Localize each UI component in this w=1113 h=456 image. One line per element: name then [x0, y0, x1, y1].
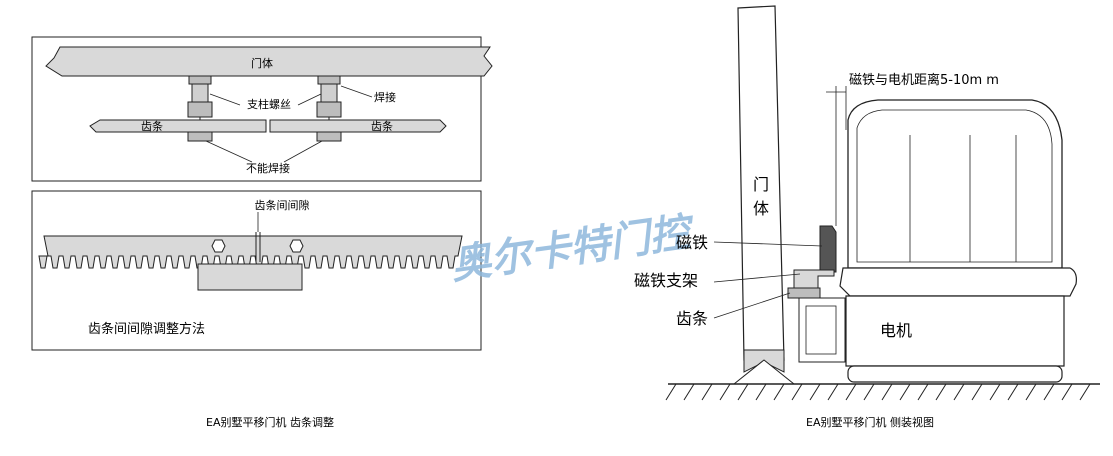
- bracket-label: 磁铁支架: [634, 271, 698, 290]
- rack-right: [269, 119, 447, 133]
- method-title: 齿条间间隙调整方法: [88, 321, 205, 337]
- distance-label: 磁铁与电机距离5-10m m: [849, 72, 999, 88]
- gap-label: 齿条间间隙: [255, 198, 310, 212]
- rack-left: [89, 119, 267, 133]
- door-label: 门体: [251, 56, 273, 70]
- motor-base: [845, 295, 1065, 367]
- door-label-1: 门: [753, 175, 769, 194]
- magnet: [819, 225, 837, 273]
- door-beam: [45, 46, 493, 77]
- rack-section: [787, 287, 821, 299]
- door-label-2: 体: [753, 199, 769, 218]
- post-left: [187, 75, 213, 142]
- rack-gap-panel: 齿条间间隙 齿条间间隙调整方法: [31, 190, 482, 351]
- caption-left: EA别墅平移门机 齿条调整: [206, 415, 334, 429]
- rack-right-label: 齿条: [371, 119, 393, 133]
- no-weld-label: 不能焊接: [246, 161, 290, 175]
- rack-mounting-panel: 门体 齿条 齿条 支柱螺丝 焊接 不能焊接: [31, 36, 493, 182]
- ground: [665, 383, 1100, 401]
- motor-lid-band: [839, 267, 1077, 297]
- weld-label: 焊接: [374, 90, 396, 104]
- side-view: 门 体 电机: [634, 5, 1100, 401]
- motor: 电机: [798, 99, 1077, 383]
- post-screw-label: 支柱螺丝: [247, 97, 291, 111]
- gear-gauge-block: [197, 263, 303, 291]
- magnet-bracket: [793, 269, 835, 291]
- rack-label: 齿条: [676, 309, 708, 328]
- hex-bolt-left: [211, 239, 226, 253]
- motor-label: 电机: [880, 321, 912, 340]
- caption-right: EA别墅平移门机 侧装视图: [806, 415, 934, 429]
- motor-foot: [847, 365, 1063, 383]
- magnet-label: 磁铁: [676, 233, 708, 252]
- rack-left-label: 齿条: [141, 119, 163, 133]
- hex-bolt-right: [289, 239, 304, 253]
- ground-rail: [732, 359, 796, 385]
- motor-cover: [847, 99, 1063, 269]
